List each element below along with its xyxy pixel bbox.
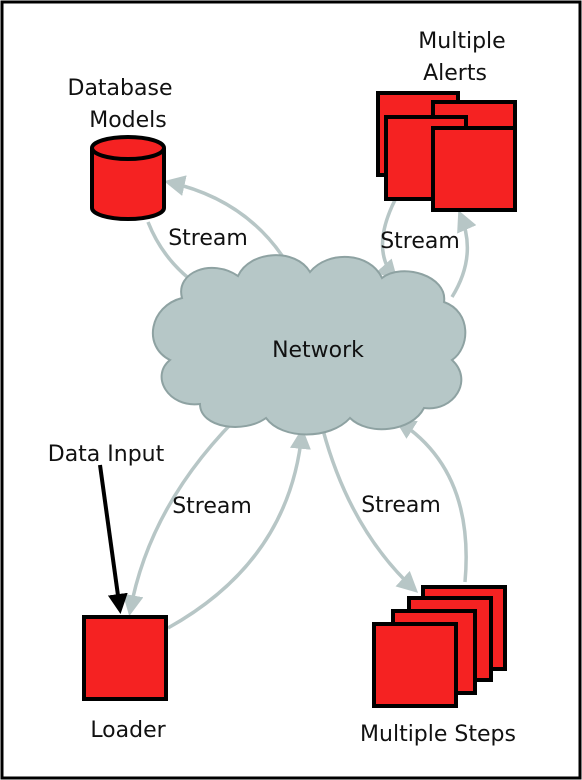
stream-label-alerts: Stream [380, 229, 460, 254]
arrow-steps-to-network [394, 418, 468, 583]
arrow-alerts-to-network [375, 199, 398, 282]
stream-label-steps: Stream [361, 493, 441, 518]
stream-label-database: Stream [168, 226, 248, 251]
arrow-network-to-alerts [450, 210, 477, 298]
arrow-data-input-to-loader [98, 464, 128, 614]
stream-label-loader: Stream [172, 494, 252, 519]
network-cloud-shape [152, 254, 467, 436]
alert-box-4 [431, 126, 517, 212]
network-node: Network [152, 254, 467, 436]
steps-node: Multiple Steps [360, 585, 516, 747]
loader-label: Loader [90, 718, 166, 743]
database-label-line2: Models [89, 108, 167, 133]
arrow-network-to-database [163, 175, 292, 269]
alerts-node: Multiple Alerts [376, 29, 517, 212]
network-label: Network [272, 338, 364, 363]
arrow-loader-to-network [167, 427, 311, 630]
arrow-network-to-loader [122, 406, 249, 617]
database-cylinder-top [90, 135, 166, 161]
arrow-network-to-steps [321, 429, 419, 593]
alerts-label-line1: Multiple [418, 29, 505, 54]
loader-box [82, 615, 168, 701]
database-label-line1: Database [68, 76, 173, 101]
database-cylinder-icon [90, 148, 166, 221]
steps-label: Multiple Steps [360, 722, 516, 747]
database-node: Database Models [68, 76, 173, 221]
step-box-4 [372, 622, 458, 708]
data-input-label: Data Input [48, 442, 165, 467]
alerts-label-line2: Alerts [423, 61, 487, 86]
flow-arrows [98, 175, 477, 630]
loader-node: Loader [82, 615, 168, 743]
